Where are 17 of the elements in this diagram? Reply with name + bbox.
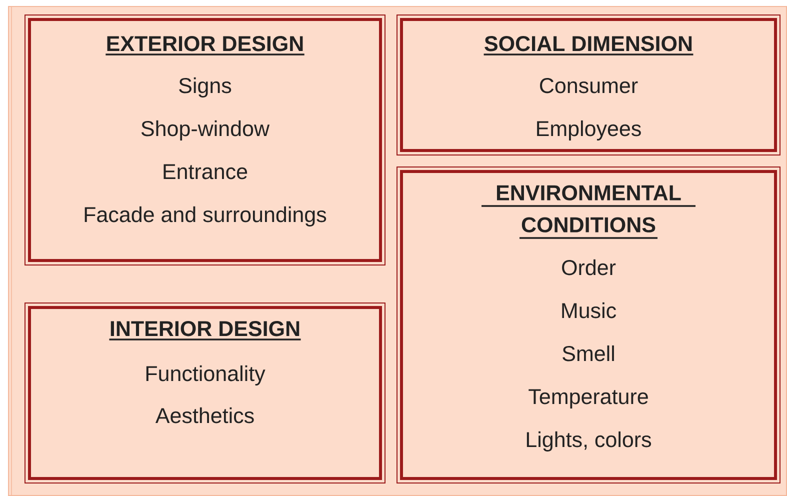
list-item: Functionality	[146, 365, 266, 386]
list-item: Temperature	[528, 389, 648, 408]
list-item: Employees	[537, 120, 641, 140]
list-item: Aesthetics	[155, 407, 254, 424]
list-item: Facade and surroundings	[84, 206, 326, 226]
list-item: Order	[562, 259, 616, 276]
heading: EXTERIOR DESIGN	[106, 36, 304, 56]
list-item: Smell	[562, 345, 614, 362]
list-item: Music	[562, 302, 616, 318]
heading: SOCIAL DIMENSION	[484, 36, 694, 56]
list-item: Entrance	[164, 164, 248, 180]
list-item: Consumer	[540, 78, 638, 94]
heading: ENVIRONMENTAL CONDITIONS	[482, 185, 696, 239]
list-item: Lights, colors	[526, 431, 652, 452]
heading: INTERIOR DESIGN	[109, 321, 301, 340]
list-item: Shop-window	[141, 120, 270, 140]
list-item: Signs	[179, 77, 232, 98]
